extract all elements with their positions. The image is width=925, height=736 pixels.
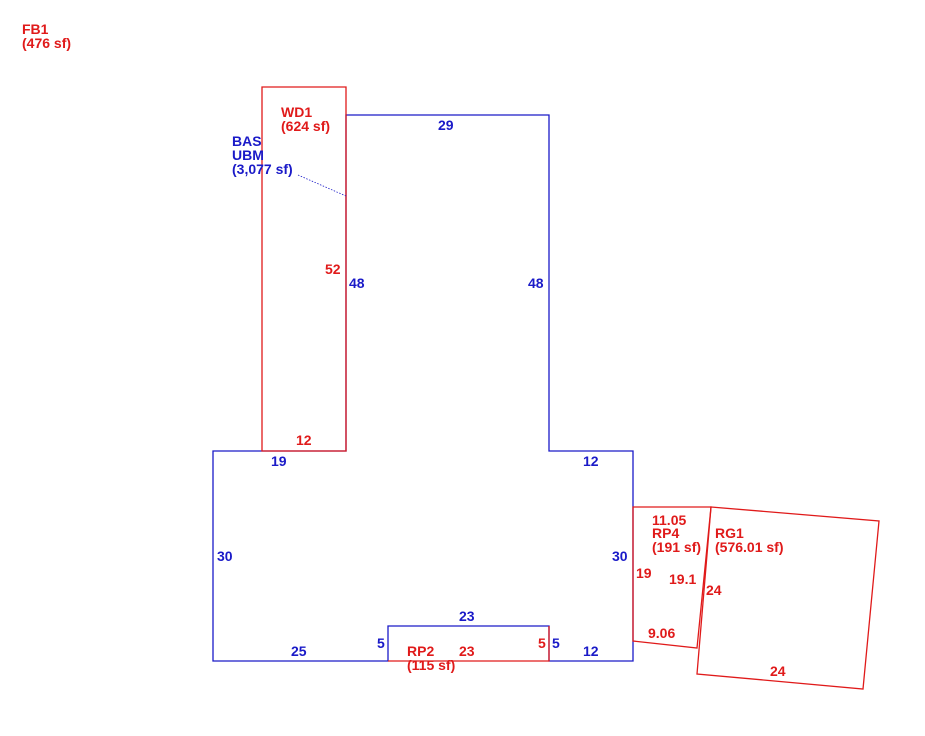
fb1-size: (476 sf)	[22, 35, 71, 51]
bas-size: (3,077 sf)	[232, 161, 293, 177]
dim-wd1-side: 52	[325, 261, 341, 277]
wd1-label: WD1	[281, 104, 312, 120]
dim-bas-notch-right: 5	[552, 635, 560, 651]
rp2-size: (115 sf)	[407, 657, 455, 673]
wd1-outline	[261, 86, 347, 452]
dim-bas-left: 30	[217, 548, 233, 564]
rp2-outline	[388, 626, 550, 662]
dim-bas-right-wing: 48	[528, 275, 544, 291]
fb1-label: FB1	[22, 21, 49, 37]
dim-bas-left-step: 19	[271, 453, 287, 469]
dim-bas-right-step: 12	[583, 453, 599, 469]
dim-rp4-right: 19.1	[669, 571, 696, 587]
dim-bas-bottom-right: 12	[583, 643, 599, 659]
wd1-size: (624 sf)	[281, 118, 330, 134]
dim-wd1-bottom: 12	[296, 432, 312, 448]
dim-rp2-bottom: 23	[459, 643, 475, 659]
bas-leader-line	[297, 174, 347, 197]
rp2-label: RP2	[407, 643, 434, 659]
rg1-size: (576.01 sf)	[715, 539, 783, 555]
dim-bas-top: 29	[438, 117, 454, 133]
dim-rg1-left: 24	[706, 582, 722, 598]
dim-bas-notch-top: 23	[459, 608, 475, 624]
dim-bas-notch-left: 5	[377, 635, 385, 651]
rg1-outline	[696, 506, 880, 690]
rp4-size: (191 sf)	[652, 539, 701, 555]
dim-rp4-left: 19	[636, 565, 652, 581]
rp4-outline	[632, 506, 712, 649]
bas-outline	[212, 114, 634, 662]
ubm-label: UBM	[232, 147, 264, 163]
dim-rg1-bottom: 24	[770, 663, 786, 679]
dim-bas-left-wing: 48	[349, 275, 365, 291]
dim-rp4-top: 11.05	[652, 512, 686, 528]
dim-rp4-bottom: 9.06	[648, 625, 675, 641]
dim-bas-right: 30	[612, 548, 628, 564]
bas-label: BAS	[232, 133, 262, 149]
rg1-label: RG1	[715, 525, 744, 541]
dim-rp2-side: 5	[538, 635, 546, 651]
rp4-label: RP4	[652, 525, 679, 541]
dim-bas-bottom-left: 25	[291, 643, 307, 659]
